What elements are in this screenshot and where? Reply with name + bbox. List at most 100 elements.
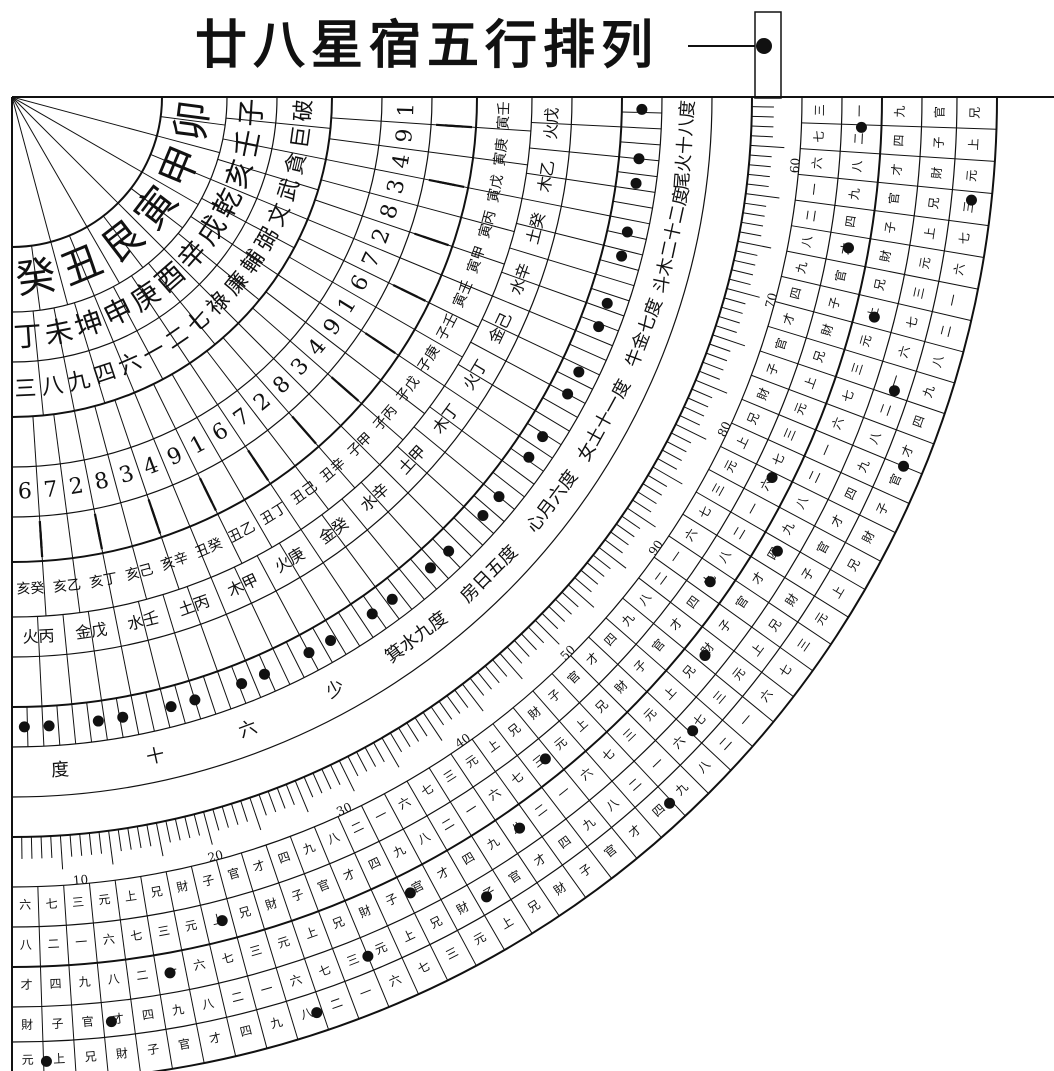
outer-char: 兄 — [505, 721, 523, 739]
spoke-mark — [591, 287, 630, 302]
outer-char: 六 — [486, 785, 504, 803]
spoke-element — [379, 464, 444, 529]
spoke-mark — [174, 684, 186, 724]
spoke-outer — [774, 300, 964, 353]
spoke-outer — [240, 852, 299, 1040]
outer-char: 元 — [276, 934, 292, 951]
branch-pair-label: 子戊 — [394, 373, 424, 405]
spoke-hex — [131, 275, 191, 364]
spoke-mark — [350, 603, 374, 638]
outer-char: 上 — [802, 375, 819, 391]
spoke-numbers — [267, 429, 329, 510]
degree-tick — [338, 760, 355, 792]
degree-tick — [746, 183, 769, 188]
outer-char: 九 — [920, 384, 937, 400]
element-label: 火丁 — [459, 356, 492, 393]
spoke-mark — [145, 692, 155, 732]
outer-char: 七 — [508, 769, 526, 787]
spoke-mark — [563, 357, 600, 376]
outer-char: 三 — [248, 942, 263, 959]
outer-dot — [771, 545, 783, 557]
outer-char: 九 — [171, 1002, 185, 1018]
spoke-stars — [73, 410, 95, 510]
spoke-outer — [622, 597, 774, 723]
outer-char: 二 — [439, 815, 457, 833]
degree-tick — [642, 483, 662, 496]
element-label: 水辛 — [506, 261, 535, 298]
outer-char: 財 — [611, 677, 630, 696]
number-label: 1 — [186, 431, 210, 460]
outer-char: 六 — [757, 687, 775, 705]
spoke-outer — [265, 844, 330, 1030]
outer-char: 兄 — [968, 107, 982, 119]
outer-char: 才 — [749, 569, 767, 587]
title-pointer-box — [754, 11, 782, 99]
outer-char: 子 — [577, 861, 595, 879]
constellation-label: 十 — [144, 744, 166, 768]
branch-pair-label: 子壬 — [434, 311, 461, 343]
outer-char: 一 — [463, 801, 481, 819]
outer-char: 官 — [315, 876, 332, 894]
outer-char: 子 — [874, 500, 892, 517]
outer-char: 上 — [572, 716, 590, 734]
spoke-hex — [217, 158, 319, 191]
mark-dot — [189, 694, 201, 706]
outer-char: 九 — [779, 520, 797, 537]
spoke-element — [457, 363, 536, 412]
spoke-element — [233, 566, 274, 649]
degree-tick — [499, 653, 523, 680]
mark-dot — [633, 153, 645, 165]
outer-char: 財 — [454, 898, 472, 917]
mark-dot — [493, 491, 505, 503]
outer-char: 八 — [930, 354, 947, 369]
outer-char: 財 — [175, 878, 190, 895]
outer-char: 一 — [807, 183, 822, 197]
mark-dot — [573, 366, 585, 378]
outer-dot — [311, 1007, 323, 1019]
outer-char: 四 — [788, 286, 805, 301]
number-label: 4 — [388, 152, 415, 170]
outer-char: 三 — [813, 104, 827, 116]
spoke-hex — [73, 302, 106, 404]
number-label: 8 — [376, 201, 404, 222]
spoke-branches — [117, 202, 165, 250]
outer-char: 七 — [839, 388, 856, 404]
spoke-hex — [190, 216, 279, 276]
degree-tick — [240, 800, 248, 822]
degree-tick — [751, 115, 774, 118]
degree-tick — [267, 791, 277, 813]
spoke-stars — [114, 399, 148, 495]
degree-tick — [389, 732, 403, 753]
outer-char: 二 — [852, 132, 867, 145]
spoke-outer — [781, 275, 972, 322]
outer-char: 一 — [887, 373, 904, 389]
spoke-hex — [222, 138, 326, 160]
spoke-stars — [133, 392, 174, 486]
degree-tick — [604, 539, 623, 554]
spoke-stars — [307, 218, 401, 259]
spoke-mark — [202, 676, 217, 715]
trigram-bar — [453, 124, 473, 129]
degree-tick — [731, 269, 754, 276]
element-label: 土癸 — [523, 210, 549, 246]
spoke-numbers — [417, 205, 515, 233]
outer-dot — [105, 1016, 117, 1028]
spoke-outer — [63, 885, 77, 1071]
spoke-stars — [206, 350, 269, 431]
branch-pair-label: 寅壬 — [450, 278, 477, 310]
outer-char: 兄 — [330, 914, 346, 931]
hexagram-word: 九 — [65, 367, 92, 396]
outer-dot — [842, 242, 854, 254]
outer-char: 才 — [20, 978, 32, 992]
spoke-stars — [320, 179, 418, 207]
trigram-bar — [257, 464, 270, 481]
outer-char: 財 — [21, 1017, 33, 1032]
outer-char: 七 — [599, 746, 617, 764]
spoke-outer — [638, 577, 794, 698]
spoke-outer — [428, 767, 533, 934]
spoke-stars — [329, 138, 429, 153]
outer-char: 八 — [415, 829, 432, 847]
spoke-numbers — [221, 460, 273, 548]
branch-label: 子 — [234, 98, 269, 128]
outer-char: 九 — [847, 187, 862, 201]
